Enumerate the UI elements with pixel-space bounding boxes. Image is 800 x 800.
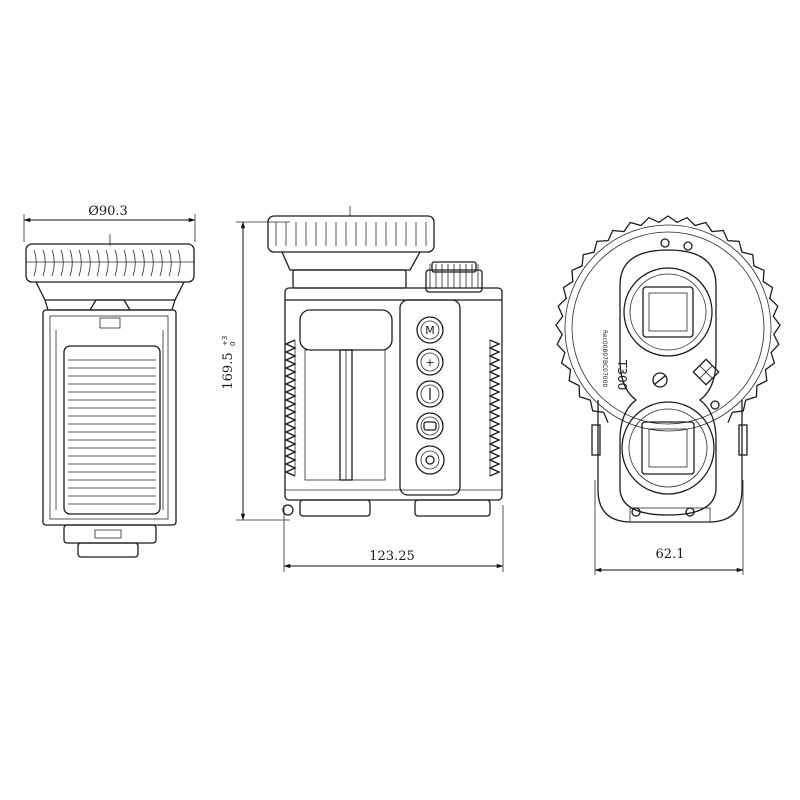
- button-plus[interactable]: +: [416, 348, 444, 376]
- width-label: 62.1: [656, 547, 685, 562]
- height-tolerance-lower: 0: [229, 342, 237, 346]
- diameter-dimension: Ø90.3: [23, 204, 196, 242]
- knurled-ring: [555, 215, 781, 423]
- button-mode[interactable]: M: [416, 316, 444, 344]
- focus-knob: [425, 261, 483, 293]
- lower-lens: [621, 401, 715, 495]
- diameter-label: Ø90.3: [88, 204, 128, 219]
- screw-bottom-right: [685, 507, 695, 517]
- back-view: 62.1: [555, 215, 781, 575]
- screw-bottom-left: [631, 507, 641, 517]
- height-tolerance-upper: +3: [221, 336, 229, 346]
- width-dimension: 62.1: [594, 480, 744, 575]
- center-screw: [652, 372, 668, 388]
- screw-right: [710, 400, 720, 410]
- eyepiece-cap: [25, 234, 195, 311]
- screw-top-right: [683, 241, 693, 251]
- button-minus[interactable]: [416, 380, 444, 408]
- serial-label: Rec00807BC07000: [601, 330, 608, 387]
- button-power[interactable]: [415, 445, 445, 475]
- button-plus-label: +: [425, 356, 434, 369]
- camera-icon: [423, 421, 437, 431]
- length-dimension: 123.25: [283, 505, 504, 572]
- power-icon: [425, 455, 435, 465]
- front-view: Ø90.3: [23, 204, 196, 558]
- side-buttons: M +: [415, 316, 445, 475]
- brand-logo-icon: [692, 358, 720, 386]
- length-label: 123.25: [369, 549, 415, 564]
- height-label: 169.5: [221, 352, 236, 389]
- side-body: [282, 287, 503, 517]
- height-dimension: 169.5 +3 0: [221, 221, 290, 521]
- screw-top: [660, 238, 670, 248]
- upper-lens: [623, 267, 713, 357]
- button-mode-label: M: [425, 324, 435, 337]
- front-body: [42, 299, 177, 558]
- model-label: T300: [615, 359, 629, 390]
- side-view: 169.5 +3 0 123.25: [221, 206, 504, 572]
- side-eyepiece-cap: [267, 206, 435, 289]
- button-camera[interactable]: [416, 412, 444, 440]
